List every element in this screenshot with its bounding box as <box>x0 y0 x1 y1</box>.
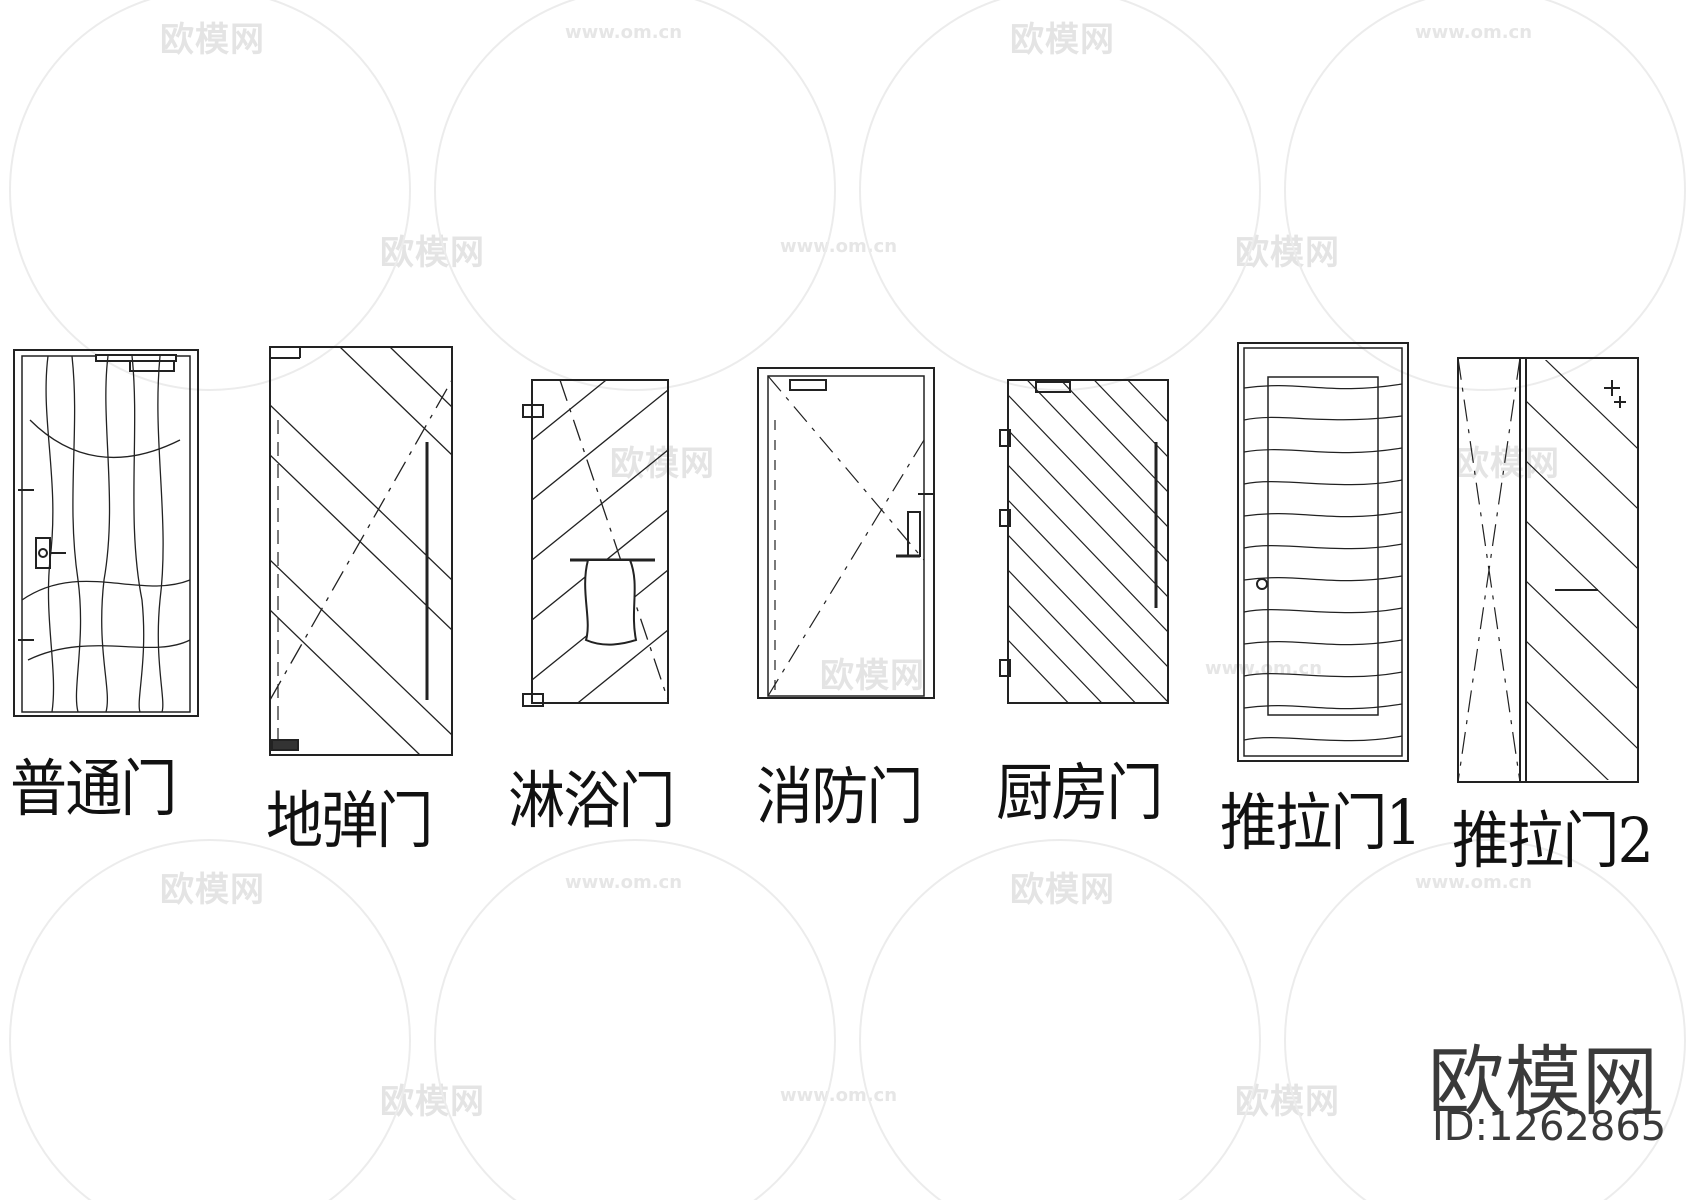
door-sliding-1 <box>1237 342 1409 762</box>
watermark-url: www.om.cn <box>1415 22 1533 43</box>
door-shower <box>522 379 669 707</box>
watermark-logo: 欧模网 <box>610 444 715 484</box>
watermark-url: www.om.cn <box>565 872 683 893</box>
watermark-url: www.om.cn <box>565 22 683 43</box>
door-label-sliding-2: 推拉门2 <box>1452 804 1654 877</box>
brand-id: ID:1262865 <box>1432 1104 1667 1150</box>
door-label-floor-spring: 地弹门 <box>266 784 433 857</box>
watermark-logo: 欧模网 <box>380 233 485 273</box>
watermark-logo: 欧模网 <box>1235 1082 1340 1122</box>
door-label-sliding-1: 推拉门1 <box>1220 786 1422 859</box>
watermark-logo: 欧模网 <box>380 1082 485 1122</box>
door-floor-spring <box>269 346 453 756</box>
door-sliding-2 <box>1457 357 1639 783</box>
watermark-url: www.om.cn <box>1205 658 1323 679</box>
watermark-logo: 欧模网 <box>1010 870 1115 910</box>
watermark-url: www.om.cn <box>780 236 898 257</box>
watermark-logo: 欧模网 <box>160 20 265 60</box>
door-fire <box>757 367 935 699</box>
door-label-normal: 普通门 <box>10 752 177 825</box>
door-label-kitchen: 厨房门 <box>996 756 1163 829</box>
watermark-url: www.om.cn <box>1415 872 1533 893</box>
watermark-logo: 欧模网 <box>160 870 265 910</box>
door-label-shower: 淋浴门 <box>508 764 675 837</box>
door-label-fire: 消防门 <box>756 760 923 833</box>
watermark-logo: 欧模网 <box>1235 233 1340 273</box>
watermark-url: www.om.cn <box>780 1085 898 1106</box>
brand-name: 欧模网 <box>1428 1037 1659 1126</box>
door-normal <box>13 349 199 717</box>
door-kitchen <box>999 379 1169 704</box>
watermark-logo: 欧模网 <box>1010 20 1115 60</box>
watermark-logo: 欧模网 <box>820 656 925 696</box>
